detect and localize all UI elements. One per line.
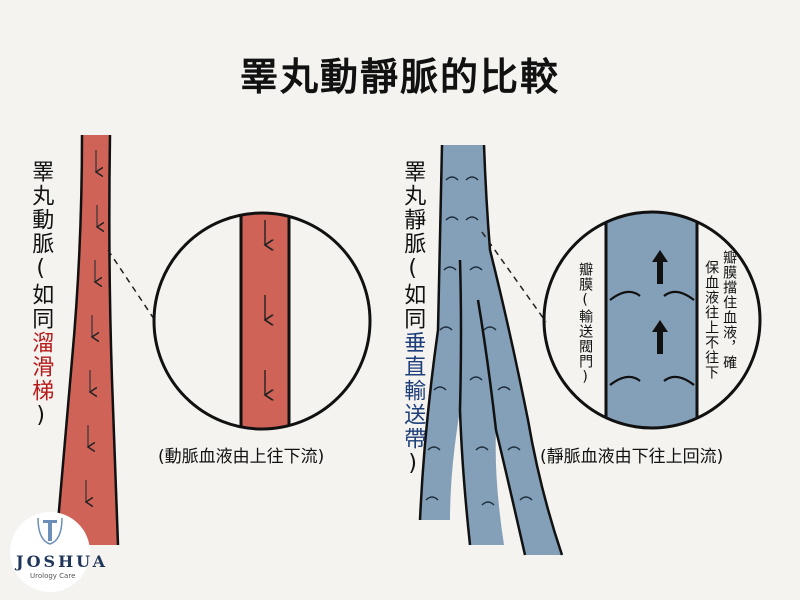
vein-analogy-highlight: 垂直輸送帶: [400, 331, 426, 451]
vein-zoom-connector: [481, 231, 547, 323]
logo-tagline: Urology Care: [30, 572, 76, 580]
vein-vessel: [418, 144, 564, 556]
valve-note-col1: 瓣膜擋住血液，確: [721, 250, 738, 370]
page-title: 睪丸動靜脈的比較: [239, 55, 560, 99]
artery-caption: (動脈血液由上往下流): [158, 447, 325, 467]
artery-analogy-prefix: 如同: [28, 283, 54, 331]
vein-paren-close: ): [400, 451, 426, 478]
vein-analogy-prefix: 如同: [400, 283, 426, 331]
artery-zoom-connector: [107, 249, 157, 323]
vein-label: 睪丸靜脈(如同垂直輸送帶): [400, 160, 426, 478]
artery-label-main: 睪丸動脈: [28, 160, 54, 256]
logo-brand: JOSHUA: [16, 552, 109, 571]
vein-caption: (靜脈血液由下往上回流): [540, 447, 724, 467]
vein-zoom-circle: [542, 210, 762, 430]
vein-label-main: 睪丸靜脈: [400, 160, 426, 256]
artery-zoom-circle: [152, 211, 372, 431]
artery-vessel: [54, 134, 120, 546]
artery-paren-open: (: [28, 256, 54, 283]
vein-paren-open: (: [400, 256, 426, 283]
artery-label: 睪丸動脈(如同溜滑梯): [28, 160, 54, 430]
artery-analogy-highlight: 溜滑梯: [28, 331, 54, 403]
valve-note-col2: 保血液往上不往下: [703, 260, 720, 380]
joshua-logo: [10, 512, 90, 592]
valve-label: 瓣膜(輸送閥門): [577, 262, 594, 386]
artery-paren-close: ): [28, 403, 54, 430]
